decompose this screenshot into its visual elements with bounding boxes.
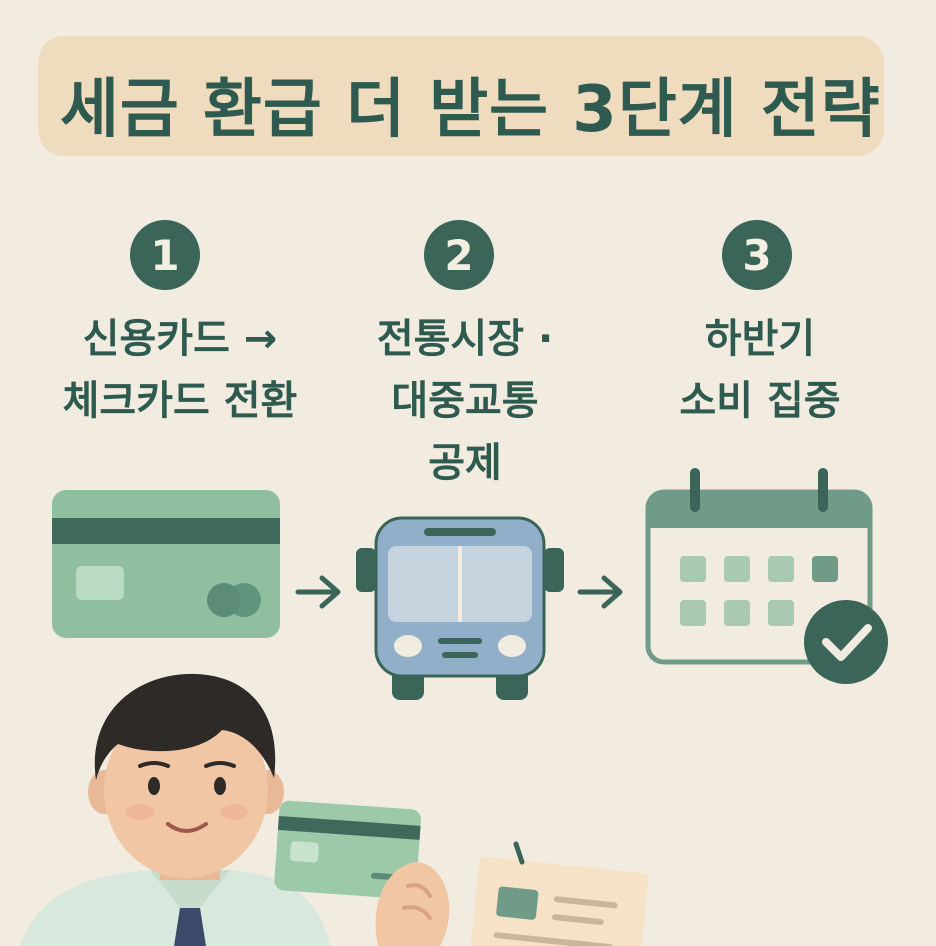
step-3-line-1: 하반기 xyxy=(704,316,816,362)
step-1-label: 신용카드 → 체크카드 전환 xyxy=(20,308,340,432)
hair xyxy=(94,673,276,780)
bus-icon xyxy=(356,516,564,700)
step-3-line-2: 소비 집중 xyxy=(679,378,841,424)
step-1-line-2: 체크카드 전환 xyxy=(62,378,298,424)
document-icon xyxy=(469,856,649,946)
held-credit-card xyxy=(274,800,421,900)
title-banner xyxy=(38,36,884,156)
step-2-line-1: 전통시장 · xyxy=(376,316,554,362)
step-2-number: 2 xyxy=(424,220,494,290)
credit-card-icon xyxy=(52,490,280,638)
step-1-line-1: 신용카드 → xyxy=(82,316,278,362)
page-title: 세금 환급 더 받는 3단계 전략 xyxy=(60,73,881,147)
step-2-line-2: 대중교통 xyxy=(391,378,539,424)
shirt xyxy=(20,870,330,946)
step-3-number: 3 xyxy=(722,220,792,290)
step-3-label: 하반기 소비 집중 xyxy=(630,308,890,432)
step-1-number: 1 xyxy=(130,220,200,290)
step-2-line-3: 공제 xyxy=(428,440,502,486)
step-2-label: 전통시장 · 대중교통 공제 xyxy=(330,308,600,494)
tie-icon xyxy=(174,908,206,946)
person-illustration xyxy=(20,673,649,946)
arrow-right-icon xyxy=(577,575,623,609)
arrow-right-icon xyxy=(295,575,341,609)
hand xyxy=(375,862,450,946)
calendar-check-icon xyxy=(645,468,888,684)
